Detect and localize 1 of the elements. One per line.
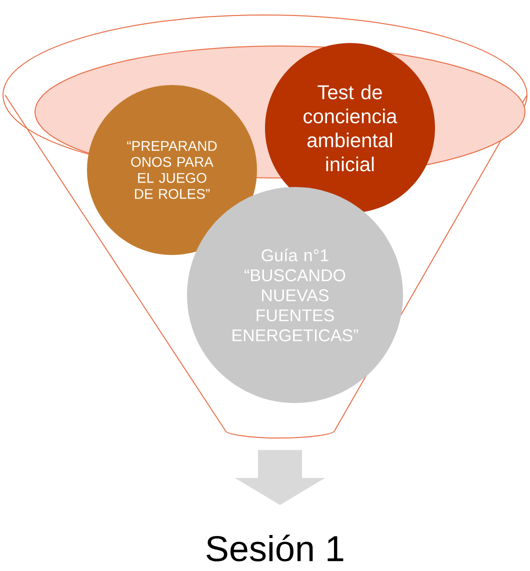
- session-label: Sesión 1: [206, 534, 344, 562]
